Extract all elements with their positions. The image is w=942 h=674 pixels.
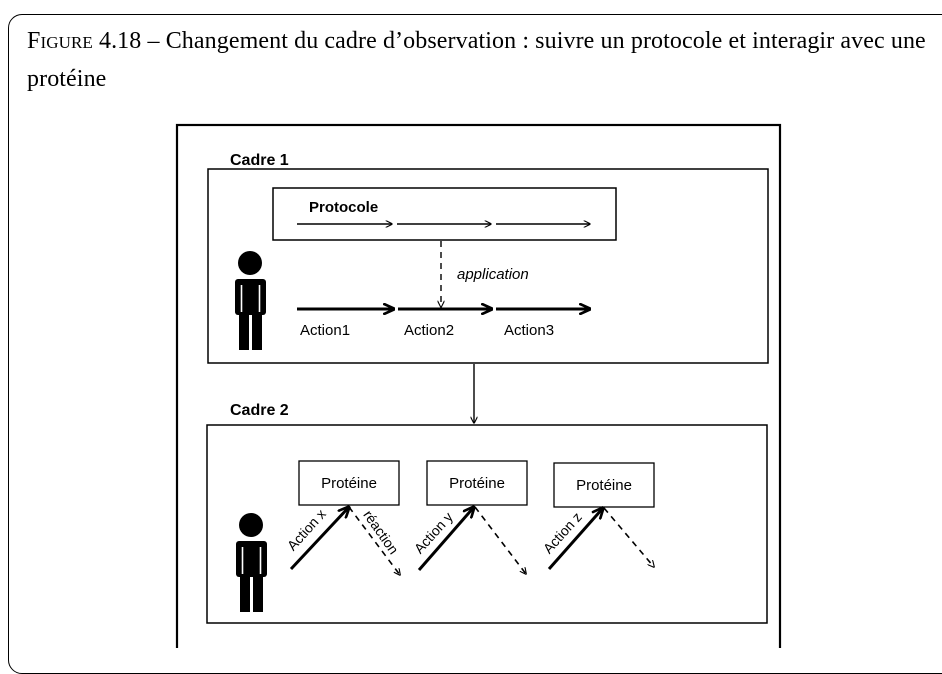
action-label: Action2 [404, 322, 454, 339]
application-label: application [457, 266, 529, 283]
frame2-title: Cadre 2 [230, 402, 289, 419]
reaction-arrow [474, 506, 526, 574]
action-x-arrow [289, 507, 349, 571]
figure-caption: Figure 4.18 – Changement du cadre d’obse… [27, 22, 942, 98]
diagram-border [175, 123, 782, 648]
figure-page: Figure 4.18 – Changement du cadre d’obse… [8, 14, 942, 674]
observation-frame-diagram: Cadre 1 Protocole application Action1 Ac… [175, 123, 782, 648]
protocol-label: Protocole [309, 199, 378, 216]
frame2-box [206, 424, 768, 624]
protein-box [426, 460, 528, 506]
action-z-label: Action z [540, 509, 585, 557]
protein-label: Protéine [321, 475, 377, 492]
action-z-arrow [547, 508, 603, 570]
action-y-arrow [417, 507, 474, 571]
frame1-box [207, 168, 769, 364]
reaction-label: réaction [360, 507, 402, 557]
caption-separator: – [141, 28, 166, 54]
action-label: Action3 [504, 322, 554, 339]
figure-number: Figure 4.18 [27, 28, 142, 54]
protein-label: Protéine [576, 477, 632, 494]
frame1-title: Cadre 1 [230, 152, 289, 169]
action-label: Action1 [300, 322, 350, 339]
action-y-label: Action y [411, 509, 456, 557]
action-x-label: Action x [284, 506, 329, 554]
protein-label: Protéine [449, 475, 505, 492]
reaction-arrow [348, 506, 400, 575]
caption-text: Changement du cadre d’observation : suiv… [27, 28, 926, 92]
person-icon [235, 251, 266, 350]
reaction-arrow [603, 507, 654, 567]
protocol-box [272, 187, 617, 241]
person-icon [236, 513, 267, 612]
